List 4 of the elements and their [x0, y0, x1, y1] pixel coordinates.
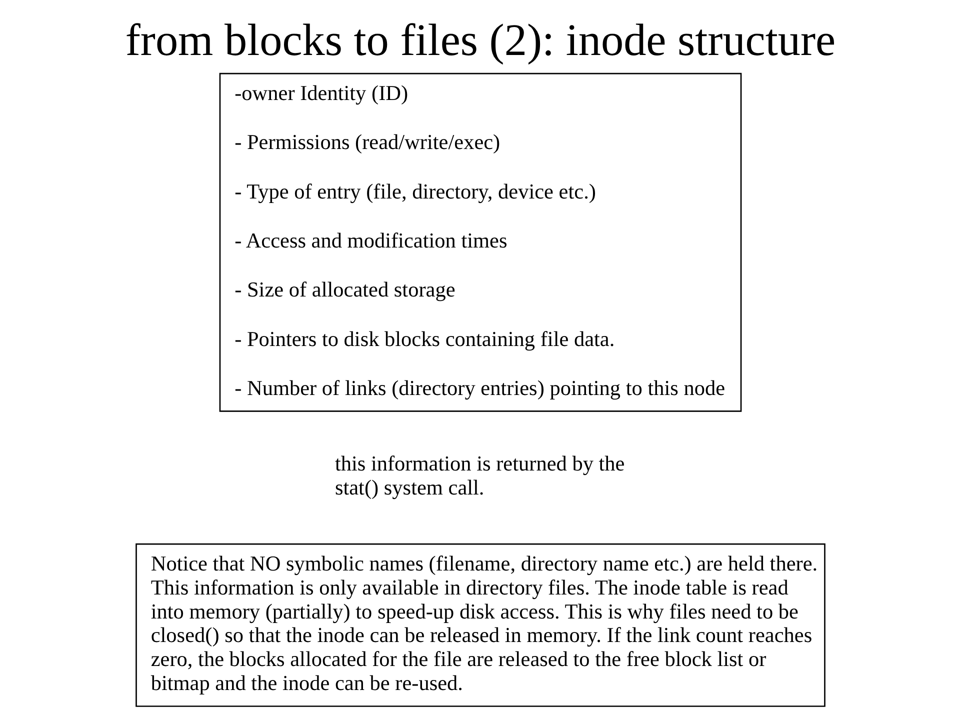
label: this information is returned by the stat() system call. — [334, 452, 624, 500]
diagram-title: from blocks to files (2): inode structure — [124, 15, 836, 66]
node-box: Notice that NO symbolic names (filename, directory name etc.) are held there. This information is only available in directory files. The inode table is read into memory (partially) to speed-up disk access. This is why files need to be closed() so that the inode can be released in memory. If the link count reaches zero, the blocks allocated for the file are released to the free block list or bitmap and the inode can be re-used. — [135, 543, 825, 707]
node-box: -owner Identity (ID) - Permissions (read/write/exec) - Type of entry (file, directory, device etc.) - Access and modification times - Size of allocated storage - Pointers to disk blocks containing file data. - Number of links (directory entries) pointing to this node — [218, 72, 742, 412]
